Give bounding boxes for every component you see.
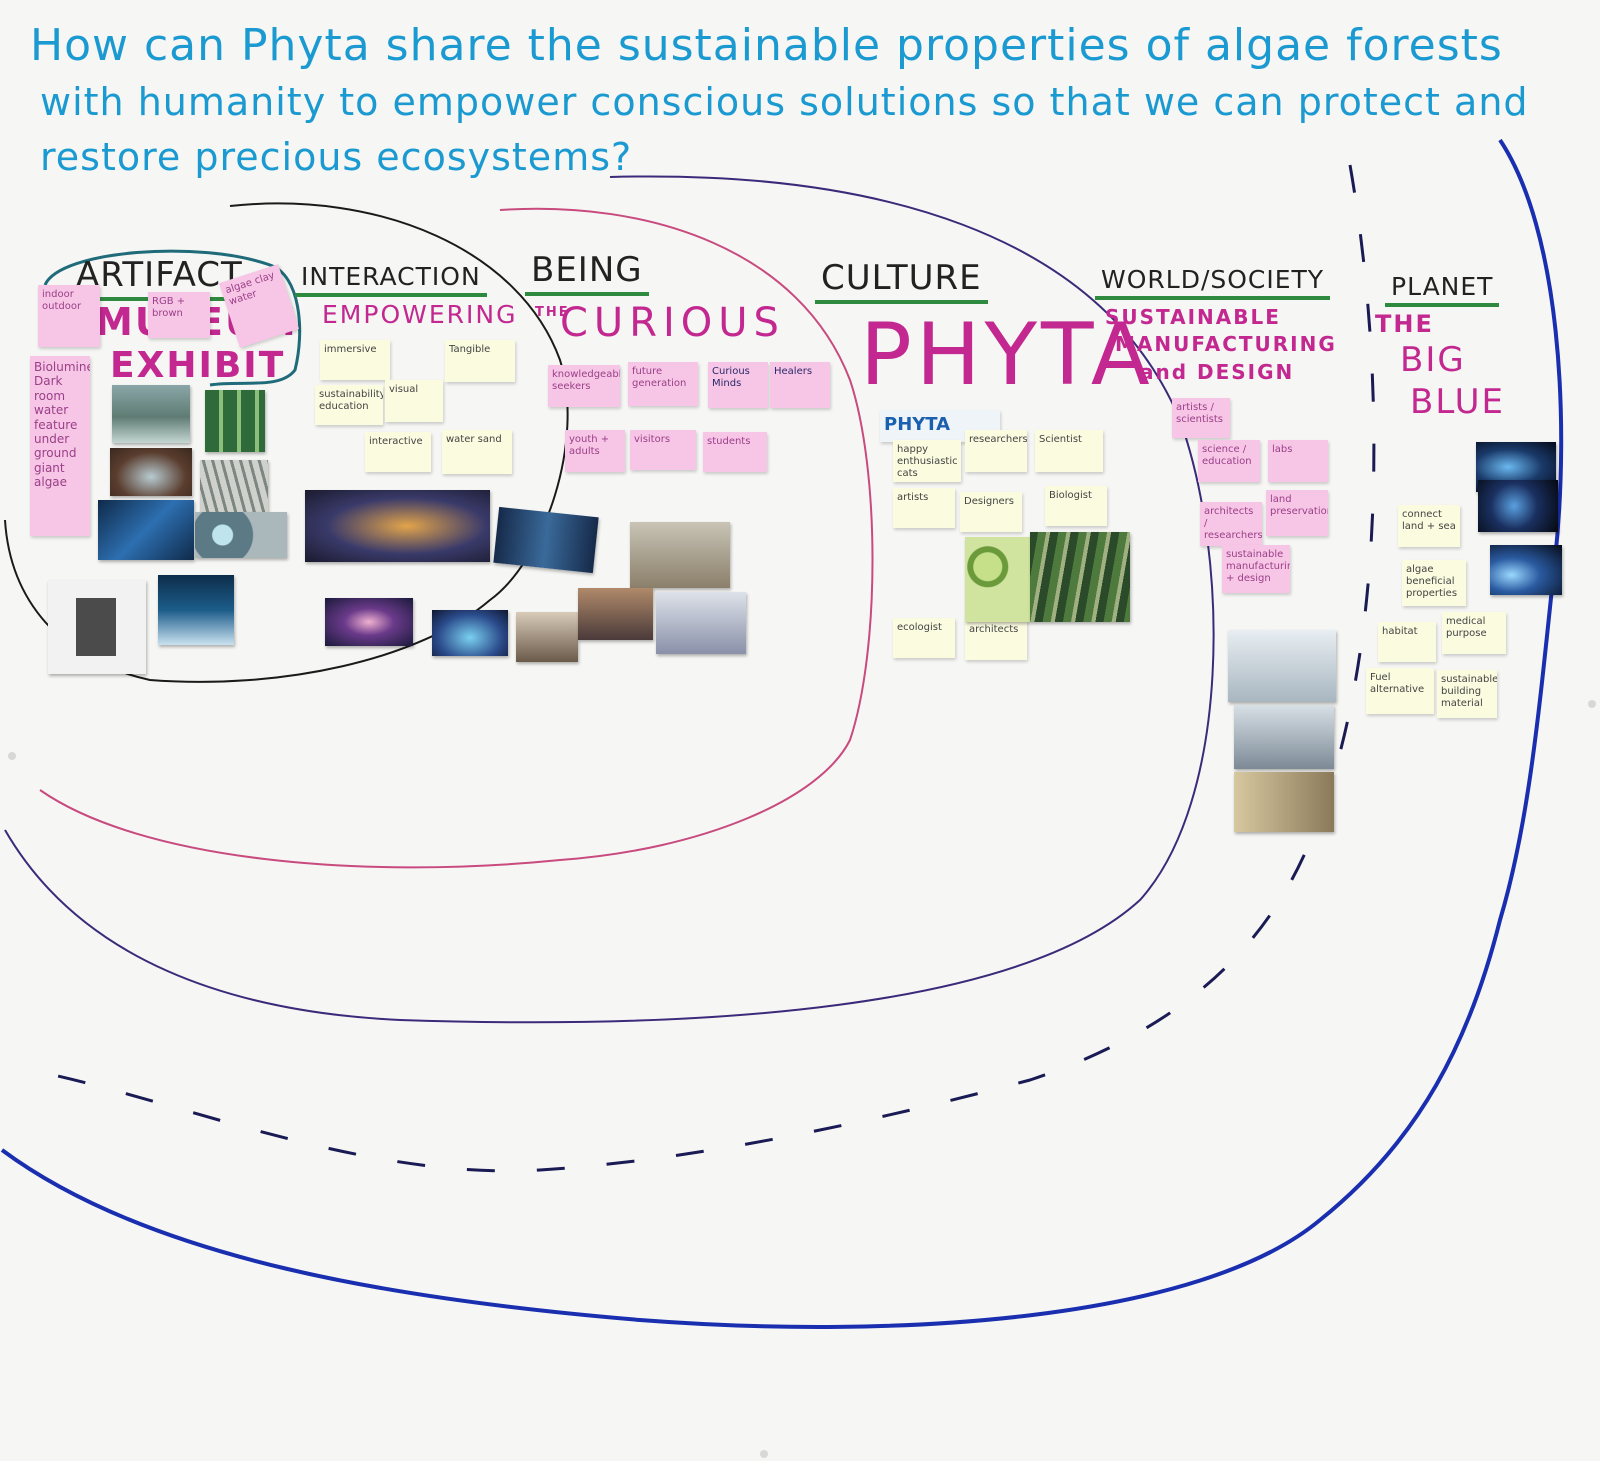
photo-people-standing <box>656 592 746 654</box>
world-boundary-dashed <box>29 164 1376 1173</box>
being-the: THE <box>535 305 570 320</box>
sticky-note: Tangible <box>445 340 515 382</box>
pushpin <box>760 1450 768 1458</box>
photo-projection-room <box>493 506 599 574</box>
sticky-note: visitors <box>630 430 696 470</box>
sticky-note: architects / researchers <box>1200 502 1262 546</box>
sticky-note: immersive <box>320 340 390 380</box>
sticky-note: sustainable building material <box>1437 670 1497 718</box>
planet-ring <box>0 138 1564 1329</box>
question-line-1: How can Phyta share the sustainable prop… <box>30 20 1503 71</box>
sticky-note: ecologist <box>893 618 955 658</box>
sticky-note: Bioluminescent Dark room water feature u… <box>30 356 90 536</box>
sticky-note: medical purpose <box>1442 612 1506 654</box>
sticky-note: Designers <box>960 492 1022 532</box>
pushpin <box>1588 700 1596 708</box>
photo-kids-exhibit <box>305 490 490 562</box>
sticky-note: architects <box>965 620 1027 660</box>
sticky-note: science / education <box>1198 440 1260 482</box>
photo-blue-water <box>98 500 194 560</box>
heading-being: BEING <box>525 250 649 296</box>
photo-glowing-orb <box>325 598 413 646</box>
question-line-2: with humanity to empower conscious solut… <box>40 80 1529 124</box>
sticky-note: sustainable manufacturing + design <box>1222 545 1290 593</box>
world-title-a: SUSTAINABLE <box>1105 305 1281 329</box>
photo-salt-flats <box>200 460 268 512</box>
sticky-note: artists / scientists <box>1172 398 1230 438</box>
planet-title-a: THE <box>1375 310 1434 338</box>
photo-floor-projection <box>432 610 508 656</box>
sticky-note: indoor outdoor <box>38 285 100 347</box>
photo-dancers <box>578 588 653 640</box>
sticky-note: connect land + sea <box>1398 505 1460 547</box>
sticky-note: Curious Minds <box>708 362 768 408</box>
photo-green-tiles <box>205 390 265 452</box>
planet-title-b: BIG <box>1400 340 1466 380</box>
sticky-note: knowledgeable seekers <box>548 365 620 407</box>
heading-culture: CULTURE <box>815 258 988 304</box>
planet-title-c: BLUE <box>1410 382 1505 422</box>
sticky-note: Healers <box>770 362 830 408</box>
sticky-note: water sand <box>442 430 512 474</box>
photo-sculpture <box>48 580 146 674</box>
photo-earth-glow-2 <box>1478 480 1558 532</box>
sticky-note: habitat <box>1378 622 1436 662</box>
photo-earth-glow-3 <box>1490 545 1562 595</box>
sticky-note: labs <box>1268 440 1328 482</box>
interaction-title: EMPOWERING <box>322 300 518 329</box>
culture-ring <box>4 175 1215 1024</box>
sticky-note: artists <box>893 488 955 528</box>
photo-engineer-computer <box>1234 705 1334 769</box>
sticky-note: students <box>703 432 767 472</box>
sticky-note: youth + adults <box>565 430 625 472</box>
sticky-note: happy enthusiastic cats <box>893 440 961 482</box>
artifact-ring <box>43 249 302 387</box>
heading-planet: PLANET <box>1385 272 1500 307</box>
photo-cave-pool <box>112 385 190 443</box>
photo-gallery-visitors <box>516 612 578 662</box>
sticky-note: sustainability education <box>315 385 383 425</box>
sticky-note: RGB + brown <box>148 292 210 338</box>
artifact-title-b: EXHIBIT <box>110 345 286 386</box>
heading-interaction: INTERACTION <box>295 262 487 297</box>
photo-algae-strands <box>1030 532 1130 622</box>
question-line-3: restore precious ecosystems? <box>40 135 633 179</box>
photo-cave-arch <box>110 448 192 496</box>
photo-glacier-cave <box>158 575 234 645</box>
phyta-label: PHYTA <box>884 414 951 435</box>
being-ring <box>39 207 874 869</box>
sticky-note: Biologist <box>1045 486 1107 526</box>
sticky-note: algae beneficial properties <box>1402 560 1466 606</box>
sticky-note: visual <box>385 380 443 422</box>
being-title: CURIOUS <box>560 300 785 346</box>
photo-hardhat-worker <box>1234 772 1334 832</box>
sticky-note: land preservation <box>1266 490 1328 536</box>
pushpin <box>8 752 16 760</box>
world-title-c: and DESIGN <box>1140 360 1295 384</box>
photo-museum-hall <box>630 522 730 588</box>
world-title-b: MANUFACTURING <box>1115 332 1337 356</box>
sticky-note: Fuel alternative <box>1366 668 1434 714</box>
sticky-note: researchers <box>965 430 1027 472</box>
photo-circular-pools <box>195 512 287 558</box>
sticky-note: future generation <box>628 362 698 406</box>
photo-algae-cells <box>965 537 1030 622</box>
heading-world-society: WORLD/SOCIETY <box>1095 265 1331 300</box>
sticky-note: interactive <box>365 432 431 472</box>
culture-title: PHYTA <box>860 305 1154 405</box>
photo-lab-scientist <box>1228 630 1336 702</box>
sticky-note: Scientist <box>1035 430 1103 472</box>
